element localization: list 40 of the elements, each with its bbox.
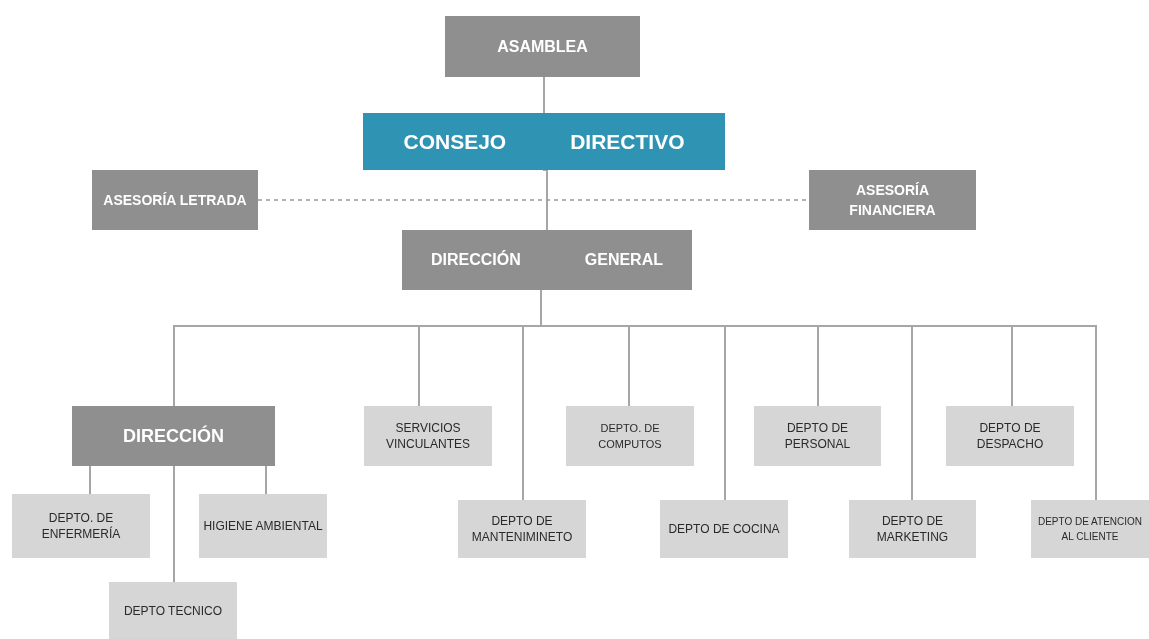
org-box <box>566 406 694 466</box>
box-label: DEPTO. DE ENFERMERÍA <box>40 510 122 542</box>
org-box <box>1031 500 1149 558</box>
box-label: DIRECCIÓN <box>123 424 224 448</box>
box-label: DEPTO DE DESPACHO <box>975 420 1045 452</box>
org-box <box>809 170 976 230</box>
box-label: DEPTO. DE COMPUTOS <box>597 421 663 452</box>
box-label: DIRECCIÓN <box>431 249 521 270</box>
box-label: DEPTO DE COCINA <box>668 521 780 537</box>
box-label: CONSEJO <box>403 128 507 155</box>
box-label: DEPTO DE MANTENIMINETO <box>470 513 574 545</box>
box-label: DEPTO DE ATENCION AL CLIENTE <box>1036 515 1144 544</box>
org-box <box>364 406 492 466</box>
org-box <box>754 406 881 466</box>
org-box <box>199 494 327 558</box>
org-box <box>946 406 1074 466</box>
org-box <box>109 582 237 639</box>
org-box <box>92 170 258 230</box>
org-box <box>458 500 586 558</box>
connector-line <box>542 76 545 114</box>
org-box <box>402 230 692 290</box>
connector-line <box>173 465 175 583</box>
org-box <box>445 16 640 77</box>
box-label: ASESORÍA LETRADA <box>103 191 247 210</box>
org-box <box>849 500 976 558</box>
box-label: DIRECTIVO <box>570 128 685 155</box>
box-label: HIGIENE AMBIENTAL <box>203 518 323 534</box>
box-label: SERVICIOS VINCULANTES <box>385 420 471 452</box>
org-box <box>363 113 725 170</box>
connector-line <box>89 465 91 495</box>
box-label: ASESORÍA FINANCIERA <box>848 181 937 220</box>
org-box <box>660 500 788 558</box>
org-box <box>72 406 275 466</box>
connector-line <box>265 465 267 495</box>
box-label: GENERAL <box>584 250 663 270</box>
box-label: ASAMBLEA <box>497 36 588 57</box>
box-label: DEPTO TECNICO <box>123 602 223 619</box>
org-box <box>12 494 150 558</box>
box-label: DEPTO DE MARKETING <box>875 513 950 545</box>
box-label: DEPTO DE PERSONAL <box>783 420 852 452</box>
